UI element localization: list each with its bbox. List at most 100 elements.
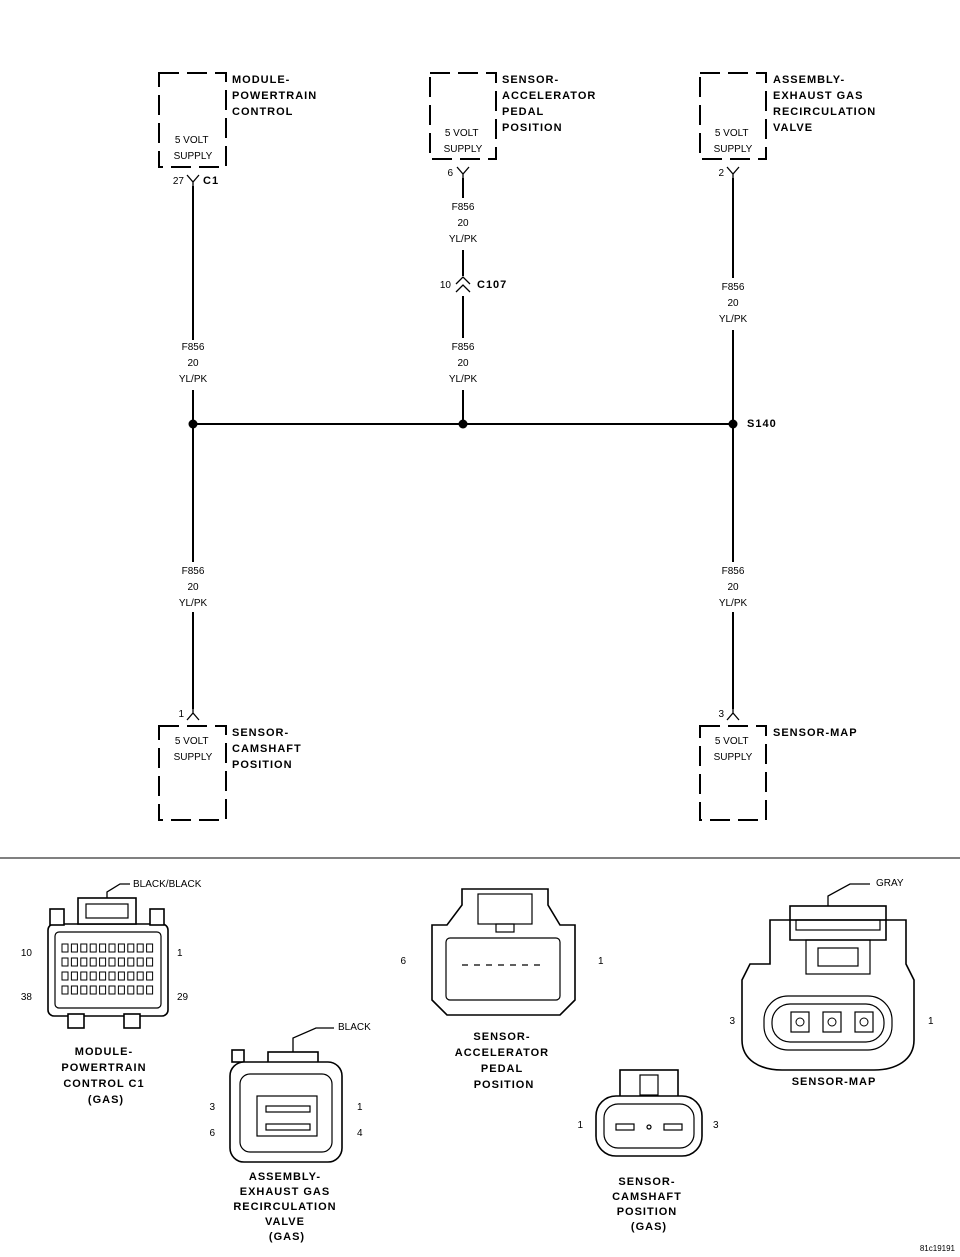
pcm-pin-cavity bbox=[89, 971, 97, 981]
map-pin-terminal-hole bbox=[795, 1017, 805, 1027]
pcm-pin-cavity bbox=[117, 985, 125, 995]
map-pin-terminal-hole bbox=[859, 1017, 869, 1027]
svg-text:F856: F856 bbox=[452, 342, 475, 353]
app-sensor-box bbox=[429, 72, 497, 160]
pcm-pin-cavity bbox=[117, 957, 125, 967]
svg-text:F856: F856 bbox=[722, 282, 745, 293]
map-view-pin-1: 1 bbox=[928, 1016, 934, 1027]
pcm-pin-cavity bbox=[127, 957, 135, 967]
map-sensor-title: SENSOR-MAP bbox=[773, 727, 858, 739]
cam-pin-terminal bbox=[186, 709, 200, 721]
map-pin-terminal bbox=[726, 709, 740, 721]
cam-pin-number: 1 bbox=[178, 709, 184, 720]
pcm-pin-cavity bbox=[136, 943, 144, 953]
svg-text:20: 20 bbox=[187, 582, 199, 593]
svg-text:F856: F856 bbox=[182, 342, 205, 353]
cam-view-pin-1: 1 bbox=[577, 1120, 583, 1131]
pcm-pin-cavity bbox=[136, 957, 144, 967]
pcm-view-pin-1: 1 bbox=[177, 948, 183, 959]
wire-label-pcm: F856 20 YL/PK bbox=[179, 342, 208, 385]
svg-text:F856: F856 bbox=[182, 566, 205, 577]
cam-connector-view bbox=[595, 1069, 703, 1157]
pcm-pin-cavity bbox=[146, 971, 154, 981]
map-connector-view bbox=[741, 905, 915, 1071]
pcm-pin-cavity bbox=[61, 957, 69, 967]
svg-text:YL/PK: YL/PK bbox=[719, 314, 748, 325]
egr-supply-label: 5 VOLT SUPPLY bbox=[714, 128, 753, 155]
pcm-pin-cavity bbox=[80, 985, 88, 995]
map-pin-cavities bbox=[790, 1011, 874, 1033]
figure-id: 81c19191 bbox=[920, 1244, 956, 1253]
pcm-pin-terminal bbox=[186, 174, 200, 186]
egr-pin-number: 2 bbox=[718, 168, 724, 179]
map-view-title: SENSOR-MAP bbox=[792, 1076, 877, 1088]
pcm-connector-id: C1 bbox=[203, 175, 219, 187]
map-pin-cavity bbox=[854, 1011, 874, 1033]
pcm-pin-cavity bbox=[61, 943, 69, 953]
app-supply-label: 5 VOLT SUPPLY bbox=[444, 128, 483, 155]
svg-text:20: 20 bbox=[727, 582, 739, 593]
app-pin-number: 6 bbox=[447, 168, 453, 179]
app-pin-terminal bbox=[456, 166, 470, 178]
app-view-pin-6: 6 bbox=[400, 956, 406, 967]
pcm-pin-cavity bbox=[108, 985, 116, 995]
map-pin-cavity bbox=[790, 1011, 810, 1033]
egr-view-pin-1: 1 bbox=[357, 1102, 363, 1113]
pcm-pin-cavity bbox=[80, 943, 88, 953]
pcm-pin-cavity bbox=[70, 985, 78, 995]
pcm-view-pin-10: 10 bbox=[21, 948, 33, 959]
inline-connector-pin: 10 bbox=[440, 280, 452, 291]
map-supply-label: 5 VOLT SUPPLY bbox=[714, 736, 753, 763]
map-color-leader bbox=[827, 883, 870, 906]
pcm-pin-cavity bbox=[117, 943, 125, 953]
map-color-label: GRAY bbox=[876, 878, 904, 889]
svg-text:YL/PK: YL/PK bbox=[719, 598, 748, 609]
map-sensor-box bbox=[699, 725, 767, 821]
svg-text:F856: F856 bbox=[452, 202, 475, 213]
app-view-pin-1: 1 bbox=[598, 956, 604, 967]
map-view-pin-3: 3 bbox=[729, 1016, 735, 1027]
pcm-pin-cavity bbox=[127, 943, 135, 953]
pcm-color-leader bbox=[106, 883, 130, 898]
egr-pin-terminal bbox=[726, 166, 740, 178]
app-connector-view bbox=[431, 888, 576, 1016]
egr-color-leader bbox=[292, 1027, 334, 1052]
pcm-module-title: MODULE- POWERTRAIN CONTROL bbox=[232, 74, 321, 118]
pcm-pin-cavity bbox=[61, 971, 69, 981]
pcm-pin-cavity bbox=[108, 957, 116, 967]
svg-text:20: 20 bbox=[457, 358, 469, 369]
pcm-pin-cavity bbox=[80, 971, 88, 981]
egr-assembly-box bbox=[699, 72, 767, 160]
cam-supply-label: 5 VOLT SUPPLY bbox=[174, 736, 213, 763]
map-pin-number: 3 bbox=[718, 709, 724, 720]
pcm-pin-cavity bbox=[136, 985, 144, 995]
egr-assembly-title: ASSEMBLY- EXHAUST GAS RECIRCULATION VALV… bbox=[773, 74, 880, 134]
svg-text:20: 20 bbox=[727, 298, 739, 309]
pcm-module-box bbox=[158, 72, 227, 168]
cam-sensor-title: SENSOR- CAMSHAFT POSITION bbox=[232, 727, 306, 771]
pcm-pin-cavity bbox=[89, 985, 97, 995]
egr-view-title: ASSEMBLY- EXHAUST GAS RECIRCULATION VALV… bbox=[233, 1171, 340, 1243]
pcm-view-pin-38: 38 bbox=[21, 992, 33, 1003]
pcm-color-label: BLACK/BLACK bbox=[133, 879, 202, 890]
pcm-view-pin-29: 29 bbox=[177, 992, 189, 1003]
app-view-title: SENSOR- ACCELERATOR PEDAL POSITION bbox=[455, 1031, 553, 1091]
svg-text:YL/PK: YL/PK bbox=[179, 598, 208, 609]
egr-view-pin-6: 6 bbox=[209, 1128, 215, 1139]
splice-dot-right bbox=[728, 419, 738, 429]
pcm-pin-cavity bbox=[89, 957, 97, 967]
map-pin-cavity bbox=[822, 1011, 842, 1033]
map-pin-terminal-hole bbox=[827, 1017, 837, 1027]
wire-label-egr: F856 20 YL/PK bbox=[719, 282, 748, 325]
pcm-pin-cavity bbox=[146, 943, 154, 953]
pcm-pin-cavity bbox=[127, 985, 135, 995]
wire-label-app-lower: F856 20 YL/PK bbox=[449, 342, 478, 385]
svg-text:20: 20 bbox=[187, 358, 199, 369]
svg-text:YL/PK: YL/PK bbox=[179, 374, 208, 385]
pcm-pin-cavity bbox=[70, 943, 78, 953]
pcm-pin-cavity bbox=[99, 943, 107, 953]
egr-view-pin-4: 4 bbox=[357, 1128, 363, 1139]
pcm-pin-cavity bbox=[61, 985, 69, 995]
pcm-c1-connector-view bbox=[47, 897, 169, 1029]
